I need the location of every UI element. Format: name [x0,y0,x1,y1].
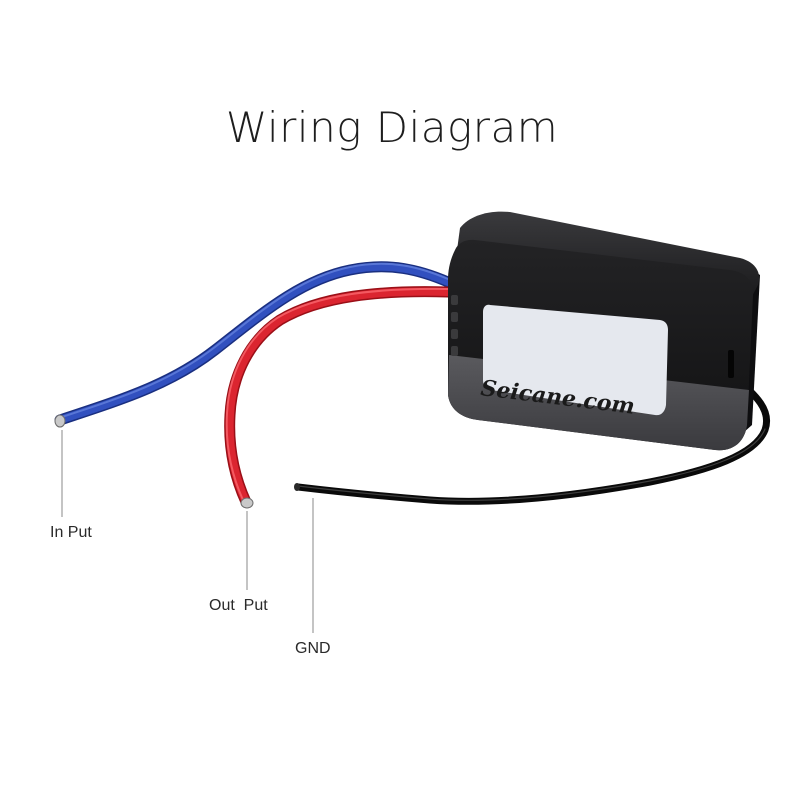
input-wire-tip [54,414,66,428]
output-label: Out Put [209,597,268,614]
diagram-title: Wiring Diagram [225,103,559,152]
output-wire-tip [240,497,254,509]
input-wire [54,261,454,428]
gnd-label: GND [295,640,331,657]
filter-device [448,211,760,451]
label-plate [483,304,668,416]
output-wire [224,286,454,509]
input-label: In Put [50,524,92,541]
gnd-wire-tip [294,483,300,491]
gnd-wire [294,376,770,505]
